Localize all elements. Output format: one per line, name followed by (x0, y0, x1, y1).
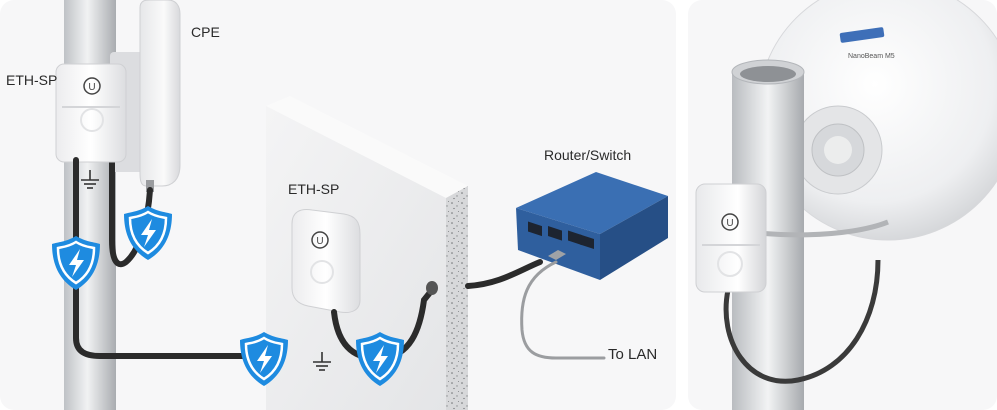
ubiquiti-mark-photo: U (726, 218, 733, 229)
ubiquiti-mark-wall: U (316, 236, 323, 247)
eth-sp-wall-unit: U (291, 209, 361, 313)
dish-brand-text: NanoBeam M5 (848, 53, 895, 60)
router-switch-label: Router/Switch (544, 147, 632, 163)
to-lan-label: To LAN (608, 346, 658, 363)
cable-router (465, 259, 543, 289)
router-switch (516, 172, 668, 280)
installation-diagram: U U (50, 0, 668, 410)
dish-badge (839, 27, 885, 43)
cable (723, 259, 881, 384)
wall-hole (426, 281, 438, 295)
ubiquiti-mark-pole: U (88, 82, 95, 93)
installation-diagram-panel: U U (6, 0, 668, 410)
ubiquiti-logo-icon (83, 77, 101, 95)
cpe-label: CPE (191, 24, 220, 40)
eth-sp-pole-unit: U (55, 63, 127, 163)
pole (64, 0, 116, 410)
cable-lan (520, 260, 606, 360)
product-photo: NanoBeam M5 U (695, 0, 997, 410)
product-photo-panel: NanoBeam M5 U (688, 0, 997, 410)
eth-sp-mounted-unit: U (695, 183, 767, 293)
eth-sp-wall-label: ETH-SP (288, 181, 340, 197)
eth-sp-pole-label: ETH-SP (6, 72, 58, 88)
